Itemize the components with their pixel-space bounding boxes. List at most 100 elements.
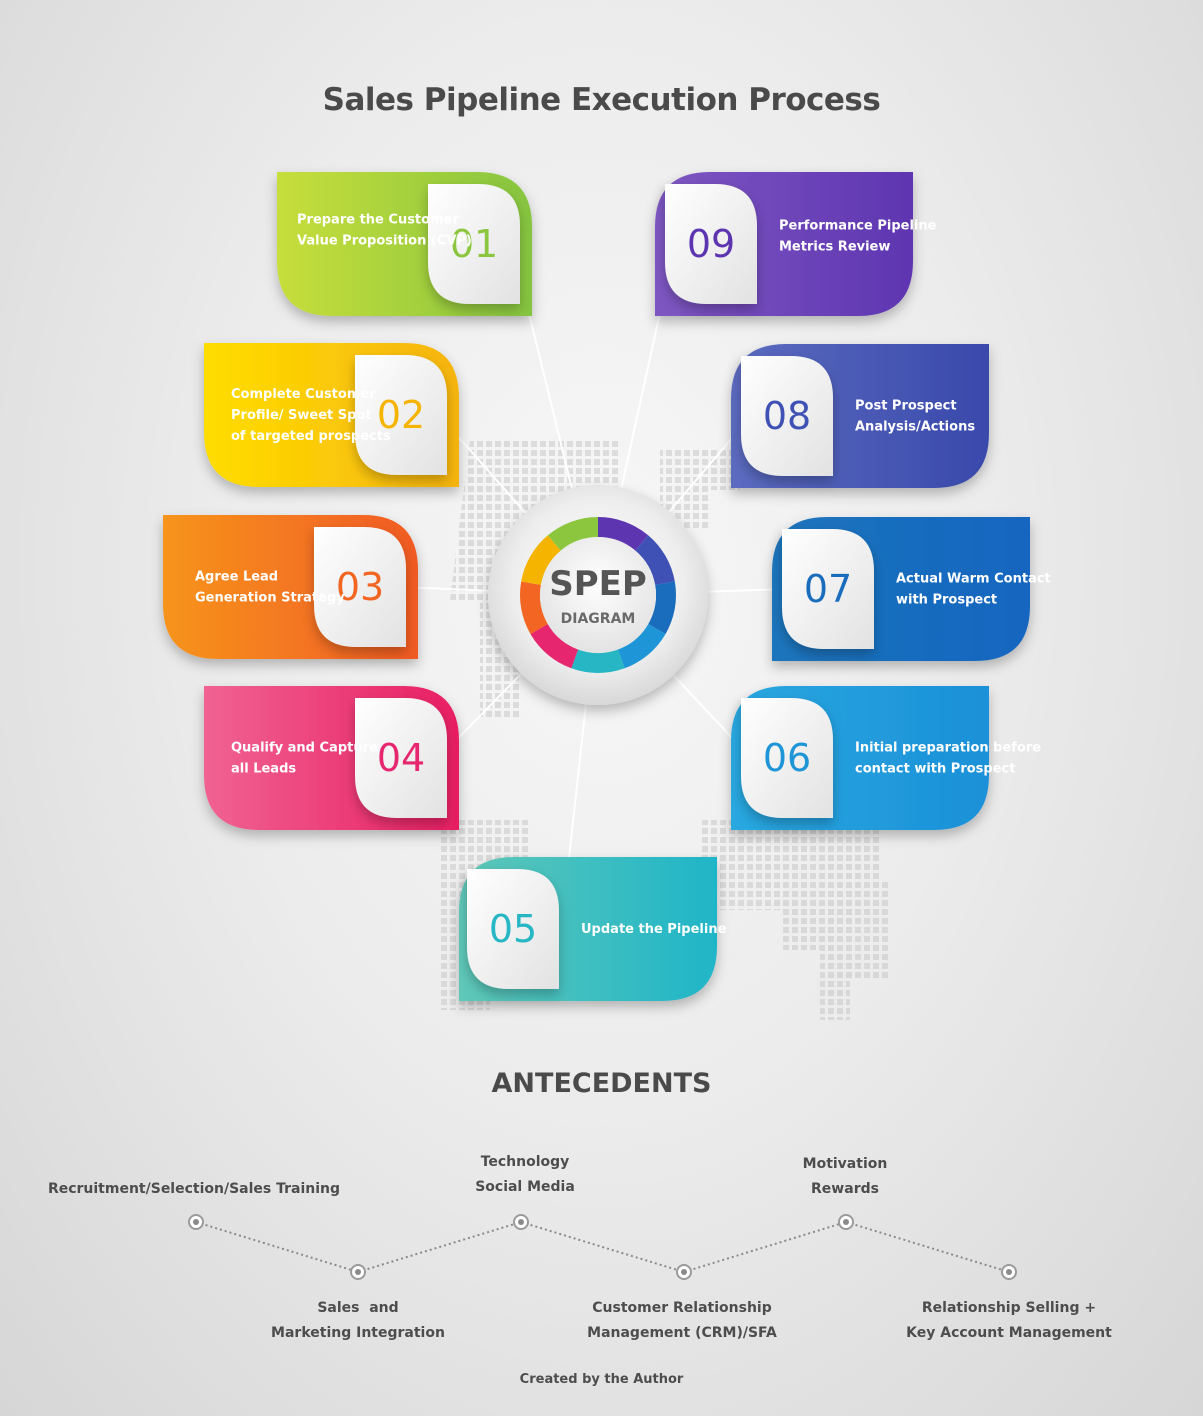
step-number: 03 bbox=[336, 565, 384, 609]
number-leaf bbox=[355, 355, 447, 475]
step-label-line: all Leads bbox=[231, 762, 296, 777]
step-number: 02 bbox=[377, 393, 425, 437]
ring-segment bbox=[530, 624, 579, 669]
number-leaf bbox=[665, 184, 757, 304]
step-label-line: Profile/ Sweet Spot bbox=[231, 408, 372, 423]
timeline-node bbox=[676, 1264, 692, 1280]
antecedent-label-line: Motivation bbox=[802, 1156, 888, 1172]
antecedents-heading: ANTECEDENTS bbox=[491, 1068, 712, 1099]
step-label-line: Actual Warm Contact bbox=[896, 572, 1051, 587]
step-label-line: of targeted prospects bbox=[231, 429, 391, 444]
timeline-node bbox=[838, 1214, 854, 1230]
page-title: Sales Pipeline Execution Process bbox=[322, 82, 881, 118]
ring-segment bbox=[635, 535, 675, 585]
step-label-line: with Prospect bbox=[896, 593, 997, 608]
number-leaf bbox=[741, 356, 833, 476]
step-number: 09 bbox=[687, 222, 735, 266]
number-leaf bbox=[782, 529, 874, 649]
color-ring bbox=[520, 517, 676, 673]
ring-segment bbox=[547, 517, 598, 551]
step-number: 06 bbox=[763, 736, 811, 780]
step-number: 04 bbox=[377, 736, 425, 780]
timeline-connector bbox=[683, 1221, 847, 1273]
step-number: 05 bbox=[489, 907, 537, 951]
antecedent-label-line: Key Account Management bbox=[906, 1325, 1112, 1341]
step-card-07: 07 Actual Warm Contact with Prospect bbox=[772, 517, 1051, 661]
number-leaf bbox=[741, 698, 833, 818]
step-label: Initial preparation before contact with P… bbox=[855, 741, 1041, 777]
step-card-06: 06 Initial preparation before contact with… bbox=[731, 686, 1041, 830]
step-label: Update the Pipeline bbox=[581, 922, 727, 937]
step-label-line: Analysis/Actions bbox=[855, 420, 975, 435]
number-leaf bbox=[314, 527, 406, 647]
antecedent-label: Relationship Selling + Key Account Manage… bbox=[849, 1296, 1169, 1346]
step-card-05: 05 Update the Pipeline bbox=[459, 857, 727, 1001]
credit-line: Created by the Author bbox=[519, 1372, 684, 1387]
step-label-line: Post Prospect bbox=[855, 399, 957, 414]
step-label: Actual Warm Contact with Prospect bbox=[896, 572, 1051, 608]
number-leaf bbox=[355, 698, 447, 818]
ring-segment bbox=[648, 581, 676, 634]
ring-segment bbox=[617, 624, 666, 669]
antecedent-label-line: Customer Relationship bbox=[592, 1300, 772, 1316]
timeline-connector bbox=[520, 1221, 685, 1273]
step-label-line: contact with Prospect bbox=[855, 762, 1015, 777]
center-title: SPEP bbox=[549, 564, 647, 604]
timeline-node bbox=[188, 1214, 204, 1230]
step-number: 07 bbox=[804, 567, 852, 611]
step-label-line: Initial preparation before bbox=[855, 741, 1041, 756]
antecedents-timeline bbox=[188, 1214, 1017, 1280]
antecedent-label-line: Relationship Selling + bbox=[921, 1300, 1097, 1316]
ring-segment bbox=[598, 517, 649, 551]
antecedent-label-line: Social Media bbox=[475, 1179, 575, 1195]
step-label-line: Metrics Review bbox=[779, 240, 890, 255]
timeline-connector bbox=[845, 1221, 1010, 1273]
center-subtitle: DIAGRAM bbox=[561, 611, 636, 627]
step-label-line: Update the Pipeline bbox=[581, 922, 727, 937]
timeline-connector bbox=[195, 1221, 359, 1273]
ring-segment bbox=[571, 649, 625, 673]
ring-segment bbox=[520, 581, 548, 634]
step-label: Qualify and Capture all Leads bbox=[231, 741, 378, 777]
ring-segment bbox=[521, 535, 561, 585]
center-hub: SPEP DIAGRAM bbox=[488, 485, 708, 705]
step-label-line: Value Proposition (CVP) bbox=[297, 234, 472, 249]
antecedent-label-line: Technology bbox=[480, 1154, 570, 1170]
step-number: 08 bbox=[763, 394, 811, 438]
timeline-connector bbox=[357, 1221, 522, 1273]
number-leaf bbox=[428, 184, 520, 304]
antecedent-label: Recruitment/Selection/Sales Training bbox=[34, 1177, 354, 1202]
timeline-node bbox=[350, 1264, 366, 1280]
step-label-line: Prepare the Customer bbox=[297, 213, 459, 228]
step-label-line: Generation Strategy bbox=[195, 591, 345, 606]
step-label-line: Agree Lead bbox=[195, 570, 278, 585]
timeline-node bbox=[513, 1214, 529, 1230]
step-label-line: Qualify and Capture bbox=[231, 741, 378, 756]
step-label-line: Performance Pipeline bbox=[779, 219, 937, 234]
timeline-node bbox=[1001, 1264, 1017, 1280]
antecedent-label-line: Recruitment/Selection/Sales Training bbox=[47, 1181, 341, 1197]
antecedent-label-line: Marketing Integration bbox=[271, 1325, 445, 1341]
antecedent-label-line: Rewards bbox=[811, 1181, 879, 1197]
step-label-line: Complete Customer bbox=[231, 387, 376, 402]
number-leaf bbox=[467, 869, 559, 989]
antecedent-label-line: Management (CRM)/SFA bbox=[587, 1325, 777, 1341]
